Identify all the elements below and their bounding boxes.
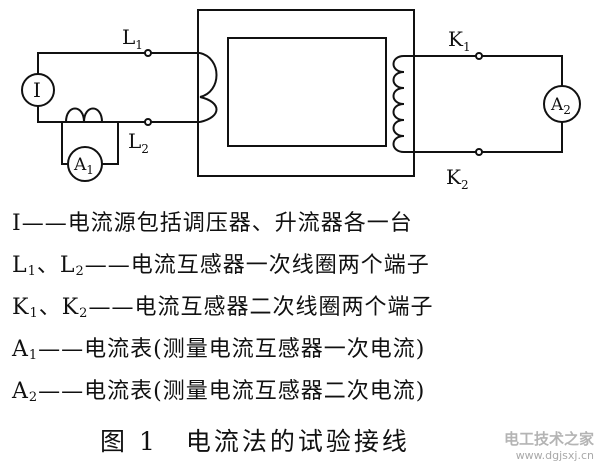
terminal-l1-dot	[144, 49, 152, 57]
legend-symbol: A	[12, 379, 29, 404]
legend-subscript: 2	[75, 264, 85, 279]
source-meter-label: I	[33, 78, 41, 102]
terminal-k1-label: K1	[448, 27, 471, 54]
legend-subscript: 2	[79, 306, 89, 321]
legend-row-secondary-terminals: K1、K2——电流互感器二次线圈两个端子	[12, 287, 597, 329]
figure-caption: 图 1 电流法的试验接线	[100, 422, 410, 458]
watermark: 电工技术之家 www.dgjsxj.cn	[504, 428, 594, 462]
watermark-url: www.dgjsxj.cn	[515, 449, 594, 462]
legend-subscript: 1	[29, 306, 39, 321]
legend-row-ammeter-a2: A2——电流表(测量电流互感器二次电流)	[12, 371, 597, 413]
ammeter-a2-label: A2	[550, 95, 571, 117]
transformer-core-inner	[227, 37, 387, 147]
figure-title: 电流法的试验接线	[185, 427, 410, 456]
watermark-title: 电工技术之家	[503, 430, 594, 448]
a1-ct-loops	[65, 107, 103, 123]
a2-branch-wire	[482, 55, 563, 153]
terminal-l2-label: L2	[128, 129, 149, 156]
ammeter-a1-label: A1	[73, 155, 94, 177]
legend-separator: 、	[36, 253, 60, 278]
secondary-coil	[392, 55, 414, 153]
legend-dash: ——	[88, 295, 135, 320]
legend-text: 电流表(测量电流互感器二次电流)	[84, 379, 426, 404]
legend-row-ammeter-a1: A1——电流表(测量电流互感器一次电流)	[12, 329, 597, 371]
circuit-diagram: I A1 A2 L1 L2 K1 K2	[21, 9, 581, 192]
legend-symbol: K	[61, 295, 80, 320]
legend-subscript: 2	[28, 390, 39, 405]
a1-branch-wire	[61, 122, 119, 165]
transformer-core-outer	[197, 9, 415, 177]
legend-row-source: I——电流源包括调压器、升流器各一台	[12, 203, 597, 245]
legend-symbol: A	[12, 337, 29, 362]
ammeter-a1-circle	[67, 146, 103, 182]
primary-bottom-wire	[37, 106, 146, 123]
legend-text: 电流互感器一次线圈两个端子	[130, 253, 430, 278]
legend-dash: ——	[84, 253, 131, 278]
legend-dash: ——	[38, 379, 85, 404]
terminal-l2-dot	[144, 118, 152, 126]
legend-subscript: 1	[28, 348, 39, 363]
terminal-k2-dot	[475, 148, 483, 156]
ammeter-a2-circle	[543, 85, 581, 123]
primary-top-wire	[37, 52, 146, 74]
terminal-k1-dot	[475, 52, 483, 60]
legend-symbol: I	[12, 211, 22, 236]
legend-text: 电流表(测量电流互感器一次电流)	[84, 337, 426, 362]
source-meter-circle	[21, 73, 55, 107]
terminal-k2-label: K2	[446, 165, 469, 192]
legend: I——电流源包括调压器、升流器各一台 L1、L2——电流互感器一次线圈两个端子 …	[12, 203, 597, 413]
legend-row-primary-terminals: L1、L2——电流互感器一次线圈两个端子	[12, 245, 597, 287]
terminal-l1-label: L1	[122, 25, 143, 52]
primary-turn-wire	[151, 52, 200, 123]
legend-text: 电流互感器二次线圈两个端子	[134, 295, 434, 320]
primary-coil	[199, 52, 218, 123]
legend-dash: ——	[38, 337, 85, 362]
legend-subscript: 1	[27, 264, 37, 279]
legend-dash: ——	[21, 211, 68, 236]
legend-symbol: L	[59, 253, 76, 278]
legend-text: 电流源包括调压器、升流器各一台	[67, 211, 413, 236]
legend-symbol: K	[12, 295, 30, 320]
legend-symbol: L	[12, 253, 28, 278]
figure-number: 图 1	[100, 427, 158, 456]
legend-separator: 、	[38, 295, 62, 320]
